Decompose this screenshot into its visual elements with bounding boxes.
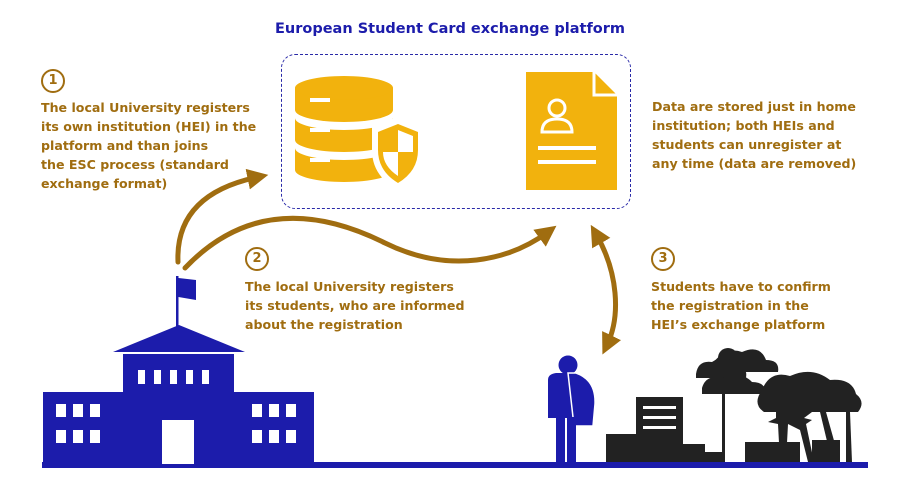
- document-user-icon: [526, 72, 617, 190]
- university-building-icon: [43, 276, 314, 464]
- city-skyline-icon: [606, 348, 862, 462]
- ground-line: [42, 462, 868, 468]
- database-shield-icon: [295, 76, 424, 190]
- step-2-number: 2: [245, 247, 269, 271]
- step-3-number: 3: [651, 247, 675, 271]
- storage-note: Data are stored just in home institution…: [652, 99, 857, 171]
- arrow-step-3: [590, 224, 622, 355]
- flow-arrows: [175, 168, 622, 355]
- platform-box: [281, 54, 631, 209]
- arrow-step-2: [182, 215, 557, 271]
- step-2-text: The local University registers its stude…: [245, 279, 465, 332]
- step-3-text: Students have to confirm the registratio…: [651, 279, 831, 332]
- step-1-text: The local University registers its own i…: [41, 100, 257, 191]
- step-1-number: 1: [41, 69, 65, 93]
- student-icon: [548, 355, 596, 463]
- diagram-title: European Student Card exchange platform: [275, 21, 625, 37]
- arrow-step-1: [175, 168, 269, 265]
